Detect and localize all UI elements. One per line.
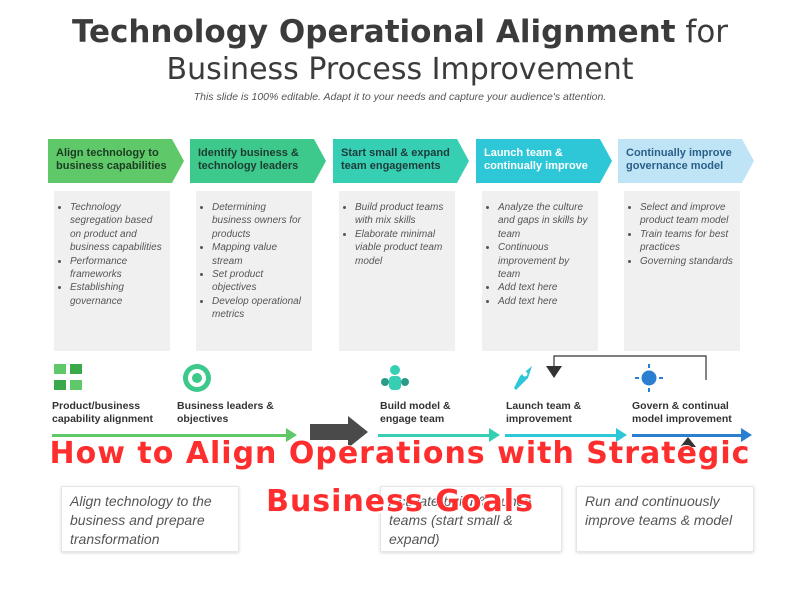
timeline-segment [505, 434, 617, 437]
column-header: Align technology to business capabilitie… [48, 139, 172, 183]
chevron-arrow-icon [314, 139, 326, 183]
globe-network-icon [635, 364, 663, 392]
team-icon [381, 365, 409, 390]
stage-label: Product/business capability alignment [52, 400, 153, 425]
slide-subtitle: This slide is 100% editable. Adapt it to… [193, 91, 607, 103]
process-flow-icon [54, 364, 82, 390]
column-identify-leaders: Identify business & technology leaders D… [190, 139, 334, 351]
overlay-headline-line1: How to Align Operations with Strategic [49, 436, 751, 471]
column-body: Analyze the culture and gaps in skills b… [482, 191, 598, 351]
column-header: Launch team & continually improve [476, 139, 600, 183]
slide-title-line2: Business Process Improvement [166, 52, 634, 87]
chevron-arrow-icon [742, 139, 754, 183]
column-body: Build product teams with mix skillsElabo… [339, 191, 455, 351]
stage-label: Build model & engage team [380, 400, 451, 425]
column-header: Continually improve governance model [618, 139, 742, 183]
column-body: Select and improve product team modelTra… [624, 191, 740, 351]
timeline-segment [52, 434, 287, 437]
column-launch-team: Launch team & continually improve Analyz… [476, 139, 620, 351]
chevron-arrow-icon [600, 139, 612, 183]
column-body: Determining business owners for products… [196, 191, 312, 351]
chevron-arrow-icon [172, 139, 184, 183]
stage-label: Business leaders & objectives [177, 400, 274, 425]
overlay-headline-line2: Business Goals [266, 484, 534, 519]
arrowhead-icon [616, 428, 627, 442]
column-header: Start small & expand team engagements [333, 139, 457, 183]
summary-box: Align technology to the business and pre… [61, 486, 239, 552]
feedback-loop-connector [546, 355, 707, 380]
up-arrow-icon [680, 437, 696, 447]
column-start-small: Start small & expand team engagements Bu… [333, 139, 477, 351]
stage-label: Launch team & improvement [506, 400, 582, 425]
arrowhead-icon [489, 428, 500, 442]
target-icon [183, 364, 211, 392]
slide-title-line1: Technology Operational Alignment for [71, 14, 729, 50]
timeline-segment [632, 434, 742, 437]
summary-box: Run and continuously improve teams & mod… [576, 486, 754, 552]
chevron-arrow-icon [457, 139, 469, 183]
stage-label: Govern & continual model improvement [632, 400, 732, 425]
column-governance: Continually improve governance model Sel… [618, 139, 762, 351]
block-arrow-icon [310, 416, 368, 448]
arrowhead-icon [286, 428, 297, 442]
column-body: Technology segregation based on product … [54, 191, 170, 351]
arrowhead-icon [741, 428, 752, 442]
summary-box: Activate(build & launch teams (start sma… [380, 486, 562, 552]
rocket-icon [514, 366, 532, 390]
column-header: Identify business & technology leaders [190, 139, 314, 183]
column-align-technology: Align technology to business capabilitie… [48, 139, 192, 351]
timeline-segment [378, 434, 490, 437]
